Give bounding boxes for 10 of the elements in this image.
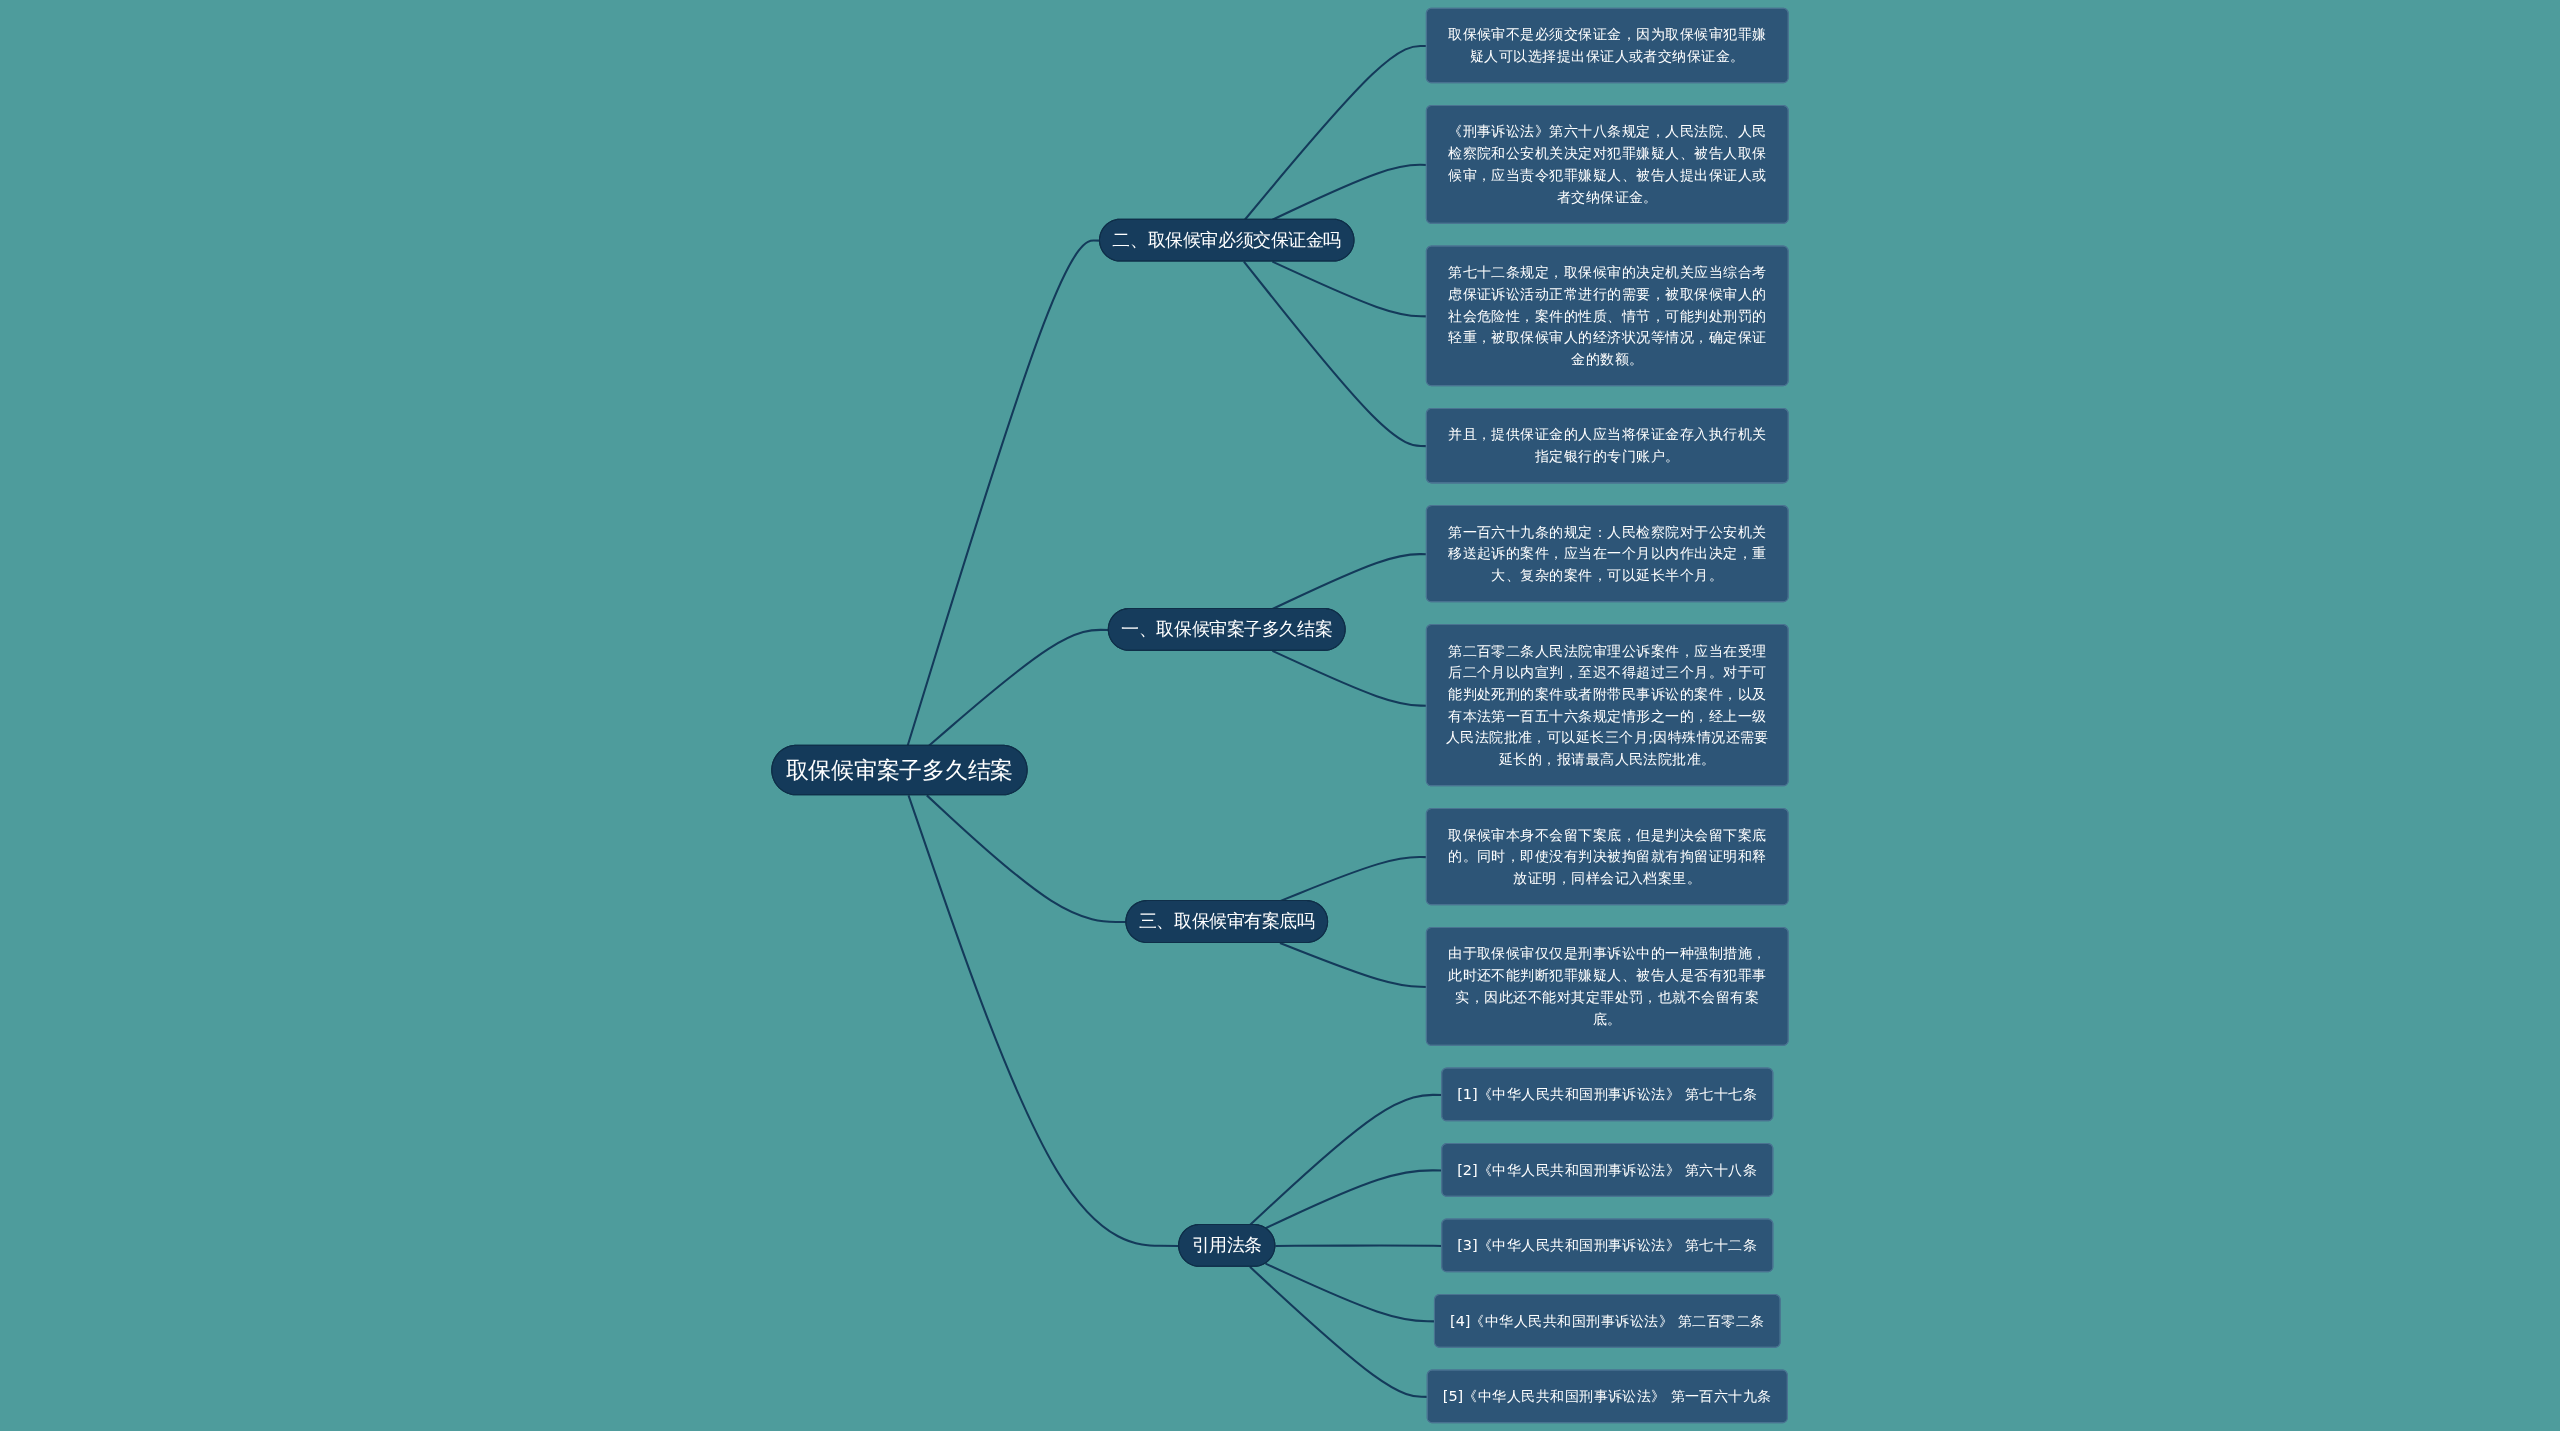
connector: [1249, 1266, 1428, 1398]
connector: [1265, 1262, 1435, 1323]
connector: [1244, 44, 1427, 221]
connector: [928, 628, 1109, 747]
connector: [1272, 260, 1427, 318]
connector: [1279, 942, 1427, 988]
connector: [1243, 260, 1427, 448]
connector: [1272, 553, 1427, 610]
connector: [1272, 163, 1427, 221]
connector: [1272, 649, 1427, 707]
